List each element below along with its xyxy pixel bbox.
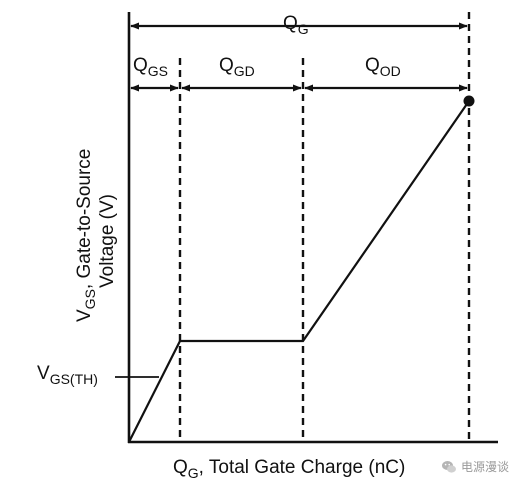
watermark: 电源漫谈 xyxy=(441,458,509,475)
vth-label: VGS(TH) xyxy=(37,363,98,387)
qg-label: QG xyxy=(283,13,309,37)
gate-charge-curve xyxy=(128,100,470,443)
y-axis-label-line2: Voltage (V) xyxy=(97,194,118,288)
wechat-icon xyxy=(442,460,456,473)
watermark-text: 电源漫谈 xyxy=(461,460,510,474)
curve-endpoint-dot xyxy=(463,95,475,107)
qod-label: QOD xyxy=(365,55,401,79)
x-axis-label: QG, Total Gate Charge (nC) xyxy=(173,457,405,481)
qgs-label: QGS xyxy=(133,55,168,79)
y-axis-label-line1: VGS, Gate-to-Source xyxy=(74,149,98,322)
qgd-label: QGD xyxy=(219,55,255,79)
